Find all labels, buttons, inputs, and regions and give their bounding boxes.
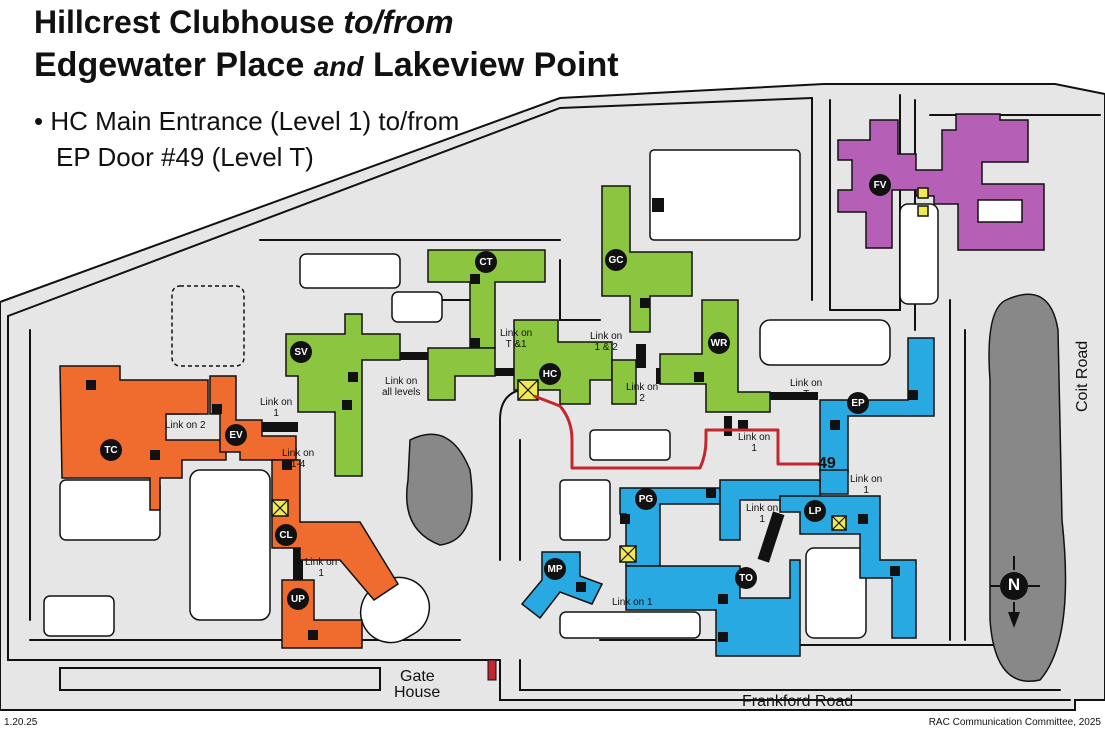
building-badge-cl: CL bbox=[275, 524, 297, 546]
road-label-frankford: Frankford Road bbox=[742, 693, 854, 710]
gatehouse-signal bbox=[487, 659, 497, 681]
road-label-coit: Coit Road bbox=[1074, 340, 1091, 412]
door-markers bbox=[86, 274, 918, 642]
lake bbox=[988, 293, 1067, 682]
building-ep-south bbox=[819, 469, 849, 495]
building-hc-east bbox=[611, 359, 637, 405]
footer-date: 1.20.25 bbox=[4, 717, 38, 728]
footer-credit: RAC Communication Committee, 2025 bbox=[928, 717, 1101, 728]
building-badge-mp: MP bbox=[544, 558, 566, 580]
map-title-line1: Hillcrest Clubhouse to/from bbox=[34, 4, 454, 41]
compass-label: N bbox=[1007, 575, 1021, 594]
building-badge-wr: WR bbox=[708, 332, 730, 354]
title-origin: Hillcrest Clubhouse bbox=[34, 4, 335, 40]
elevator-crosses bbox=[271, 379, 847, 563]
route-description-line1: • HC Main Entrance (Level 1) to/from bbox=[34, 106, 460, 136]
map-title-line2: Edgewater Place and Lakeview Point bbox=[34, 46, 619, 85]
title-dest-a: Edgewater Place bbox=[34, 46, 305, 84]
building-badge-up: UP bbox=[287, 588, 309, 610]
building-badge-sv: SV bbox=[290, 341, 312, 363]
title-and: and bbox=[313, 51, 364, 82]
building-wr bbox=[659, 299, 771, 413]
building-lp bbox=[779, 495, 917, 639]
link-label-tc-ev: Link on 2 bbox=[165, 420, 206, 431]
gatehouse-label-line2: House bbox=[394, 684, 441, 701]
buildings-purple bbox=[837, 113, 1045, 251]
title-connector: to/from bbox=[343, 4, 454, 40]
building-badge-pg: PG bbox=[635, 488, 657, 510]
gatehouse-label-line1: Gate bbox=[400, 668, 435, 685]
building-cl bbox=[271, 459, 400, 601]
title-dest-b: Lakeview Point bbox=[372, 46, 619, 84]
building-pg-link bbox=[719, 479, 821, 541]
building-badge-hc: HC bbox=[539, 363, 561, 385]
building-badge-fv: FV bbox=[869, 174, 891, 196]
building-badge-gc: GC bbox=[605, 249, 627, 271]
building-ct-south bbox=[427, 347, 496, 401]
building-gc bbox=[601, 185, 693, 333]
building-tc bbox=[59, 365, 227, 511]
buildings-green bbox=[285, 185, 771, 477]
building-sv bbox=[285, 313, 401, 477]
building-badge-ep: EP bbox=[847, 392, 869, 414]
buildings-blue bbox=[520, 337, 935, 657]
door-49-label: 49 bbox=[818, 455, 836, 472]
pond bbox=[405, 433, 473, 546]
compass-rose bbox=[990, 556, 1040, 628]
link-label-mp-to: Link on 1 bbox=[612, 597, 653, 608]
building-badge-to: TO bbox=[735, 567, 757, 589]
building-mp bbox=[520, 551, 604, 620]
route-description-line2: EP Door #49 (Level T) bbox=[56, 142, 314, 172]
building-badge-ct: CT bbox=[475, 251, 497, 273]
route-path bbox=[533, 394, 822, 470]
building-badge-lp: LP bbox=[804, 500, 826, 522]
building-badge-ev: EV bbox=[225, 424, 247, 446]
building-badge-tc: TC bbox=[100, 439, 122, 461]
